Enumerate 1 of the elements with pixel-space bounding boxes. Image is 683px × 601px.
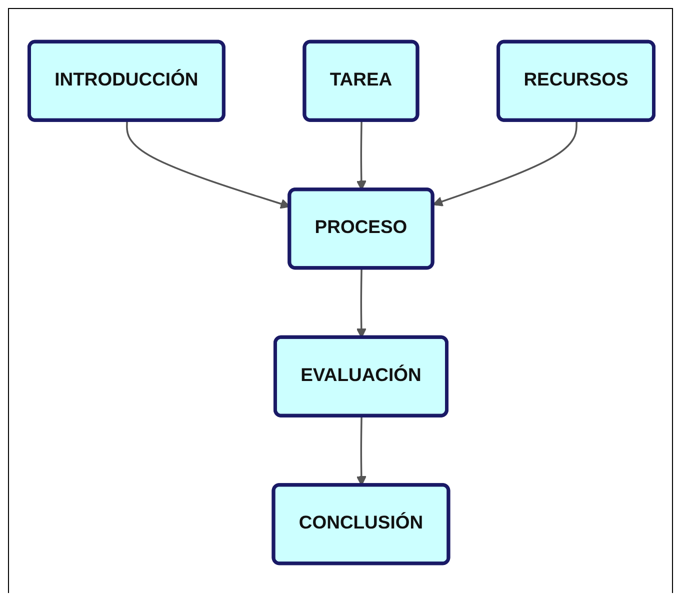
arrow — [432, 120, 578, 206]
